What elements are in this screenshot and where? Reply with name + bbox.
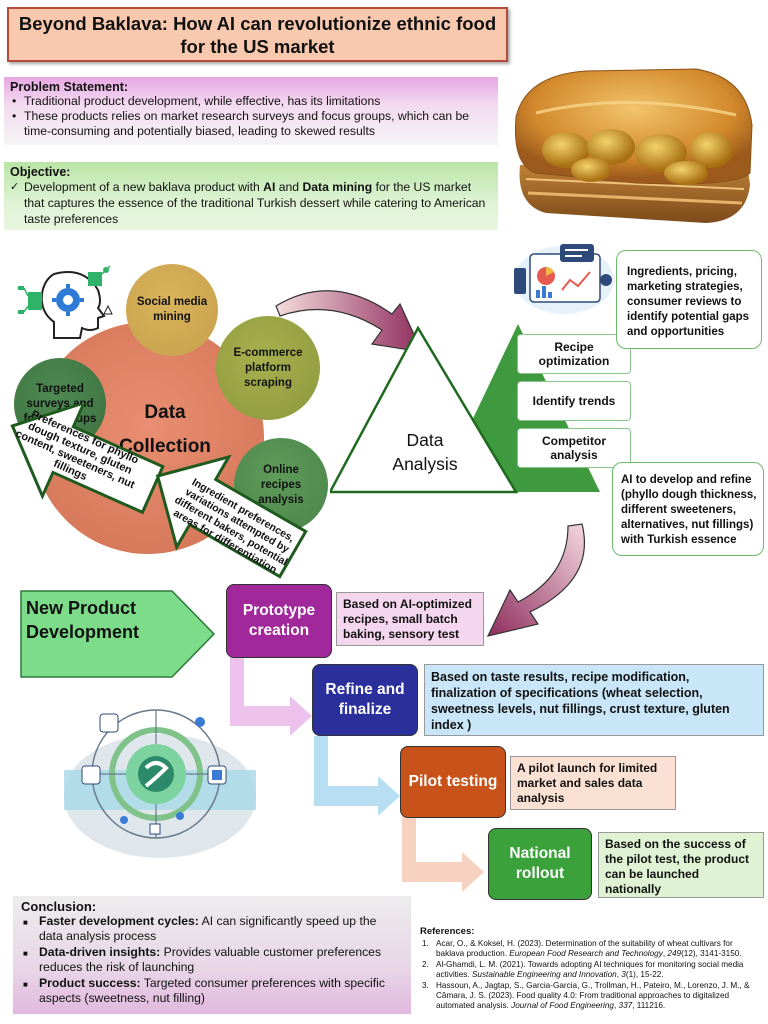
national-rollout-label: National rollout xyxy=(509,845,571,882)
problem-statement: Problem Statement: Traditional product d… xyxy=(4,77,498,145)
references-list: 1. Acar, O., & Koksel, H. (2023). Determi… xyxy=(420,939,760,1011)
reference-item: 1. Acar, O., & Koksel, H. (2023). Determi… xyxy=(420,939,760,959)
conclusion-item: Data-driven insights: Provides valuable … xyxy=(21,945,403,975)
competitor-analysis-box: Competitor analysis xyxy=(517,428,631,468)
prototype-creation-label: Prototype creation xyxy=(242,602,316,639)
identify-trends-label: Identify trends xyxy=(532,394,616,408)
objective-item: Development of a new baklava product wit… xyxy=(10,179,492,227)
ecommerce-label: E-commerce platform scraping xyxy=(233,346,303,389)
analytics-dashboard-icon xyxy=(514,244,614,314)
references-section: References: 1. Acar, O., & Koksel, H. (20… xyxy=(420,927,760,1012)
reference-number: 2. xyxy=(422,960,429,969)
reference-text: Al-Ghamdi, L. M. (2021). Towards adoptin… xyxy=(436,960,744,979)
refine-finalize-label: Refine and finalize xyxy=(325,681,405,718)
ecommerce-circle: E-commerce platform scraping xyxy=(216,316,320,420)
conclusion-list: Faster development cycles: AI can signif… xyxy=(21,914,403,1006)
refine-finalize-step: Refine and finalize xyxy=(312,664,418,736)
reference-item: 2. Al-Ghamdi, L. M. (2021). Towards adopt… xyxy=(420,960,760,980)
social-media-circle: Social media mining xyxy=(126,264,218,356)
ai-refine-text: AI to develop and refine (phyllo dough t… xyxy=(621,474,757,546)
poster-title: Beyond Baklava: How AI can revolutionize… xyxy=(7,7,508,62)
social-media-label: Social media mining xyxy=(136,296,208,323)
objective-list: Development of a new baklava product wit… xyxy=(10,179,492,227)
conclusion-item: Product success: Targeted consumer prefe… xyxy=(21,976,403,1006)
pilot-testing-label: Pilot testing xyxy=(408,773,498,790)
conclusion-item-text: Provides valuable customer preferences r… xyxy=(39,945,382,974)
conclusion-item: Faster development cycles: AI can signif… xyxy=(21,914,403,944)
reference-text: Acar, O., & Koksel, H. (2023). Determina… xyxy=(436,939,733,958)
step-connectors xyxy=(230,656,484,892)
objective-section: Objective: Development of a new baklava … xyxy=(4,162,498,230)
reference-item: 3. Hassoun, A., Jagtap, S., Garcia-Garcia… xyxy=(420,981,760,1011)
ai-head-icon xyxy=(18,265,113,339)
poster-title-text: Beyond Baklava: How AI can revolutionize… xyxy=(18,12,497,57)
objective-text: and xyxy=(275,180,303,194)
npd-arrow xyxy=(20,590,216,678)
reference-journal: Journal of Food Engineering xyxy=(511,1001,614,1010)
pilot-testing-desc: A pilot launch for limited market and sa… xyxy=(510,756,676,810)
prototype-creation-step: Prototype creation xyxy=(226,584,332,658)
recipe-optimization-label: Recipe optimization xyxy=(538,340,610,368)
reference-number: 3. xyxy=(422,981,429,990)
npd-label: New Product Development xyxy=(26,598,140,642)
conclusion-item-title: Data-driven insights: xyxy=(39,945,161,959)
conclusion-item-text: AI can significantly speed up the data a… xyxy=(39,914,377,943)
problem-bullet: These products relies on market research… xyxy=(10,109,492,139)
network-hub-icon xyxy=(64,709,256,858)
reference-volume: 249 xyxy=(667,949,682,958)
objective-heading: Objective: xyxy=(10,165,71,179)
baklava-image xyxy=(514,68,753,223)
reference-volume: 3 xyxy=(621,970,626,979)
problem-list: Traditional product development, while e… xyxy=(10,94,492,139)
competitor-analysis-label: Competitor analysis xyxy=(542,434,606,462)
data-analysis-label: Data Analysis xyxy=(392,430,458,474)
conclusion-section: Conclusion: Faster development cycles: A… xyxy=(13,896,411,1014)
objective-ai: AI xyxy=(263,180,276,194)
reference-text: (12), 3141-3150. xyxy=(681,949,742,958)
references-heading: References: xyxy=(420,926,475,937)
national-rollout-desc: Based on the success of the pilot test, … xyxy=(598,832,764,898)
conclusion-heading: Conclusion: xyxy=(21,899,97,914)
objective-text: for the US market that captures the esse… xyxy=(24,180,486,226)
reference-text: (1), 15-22. xyxy=(625,970,664,979)
identify-trends-box: Identify trends xyxy=(517,381,631,421)
reference-text: , xyxy=(662,949,668,958)
pilot-testing-step: Pilot testing xyxy=(400,746,506,818)
curved-arrow-down-icon xyxy=(486,523,586,637)
callout-arrows xyxy=(10,404,308,579)
reference-text: Hassoun, A., Jagtap, S., Garcia-Garcia, … xyxy=(436,981,750,1010)
reference-journal: Sustainable Engineering and Innovation xyxy=(471,970,617,979)
analysis-insights-box: Ingredients, pricing, marketing strategi… xyxy=(616,250,762,349)
objective-text: Development of a new baklava product wit… xyxy=(24,180,264,194)
national-rollout-step: National rollout xyxy=(488,828,592,900)
reference-text: , xyxy=(616,970,622,979)
objective-data-mining: Data mining xyxy=(302,180,373,194)
ai-refine-box: AI to develop and refine (phyllo dough t… xyxy=(612,462,764,556)
reference-text: , xyxy=(613,1001,619,1010)
data-collection-label: Data Collection xyxy=(119,402,211,457)
recipe-optimization-box: Recipe optimization xyxy=(517,334,631,374)
reference-volume: 337 xyxy=(618,1001,633,1010)
conclusion-item-title: Faster development cycles: xyxy=(39,914,199,928)
problem-heading: Problem Statement: xyxy=(10,80,129,94)
reference-journal: European Food Research and Technology xyxy=(509,949,663,958)
problem-bullet: Traditional product development, while e… xyxy=(10,94,492,109)
analysis-insights-text: Ingredients, pricing, marketing strategi… xyxy=(627,266,750,338)
refine-finalize-desc: Based on taste results, recipe modificat… xyxy=(424,664,764,736)
conclusion-item-text: Targeted consumer preferences with speci… xyxy=(39,976,385,1005)
reference-text: , 111216. xyxy=(632,1001,666,1010)
reference-number: 1. xyxy=(422,939,429,948)
conclusion-item-title: Product success: xyxy=(39,976,141,990)
prototype-creation-desc: Based on AI-optimized recipes, small bat… xyxy=(336,592,484,646)
online-recipes-label: Online recipes analysis xyxy=(258,463,304,506)
